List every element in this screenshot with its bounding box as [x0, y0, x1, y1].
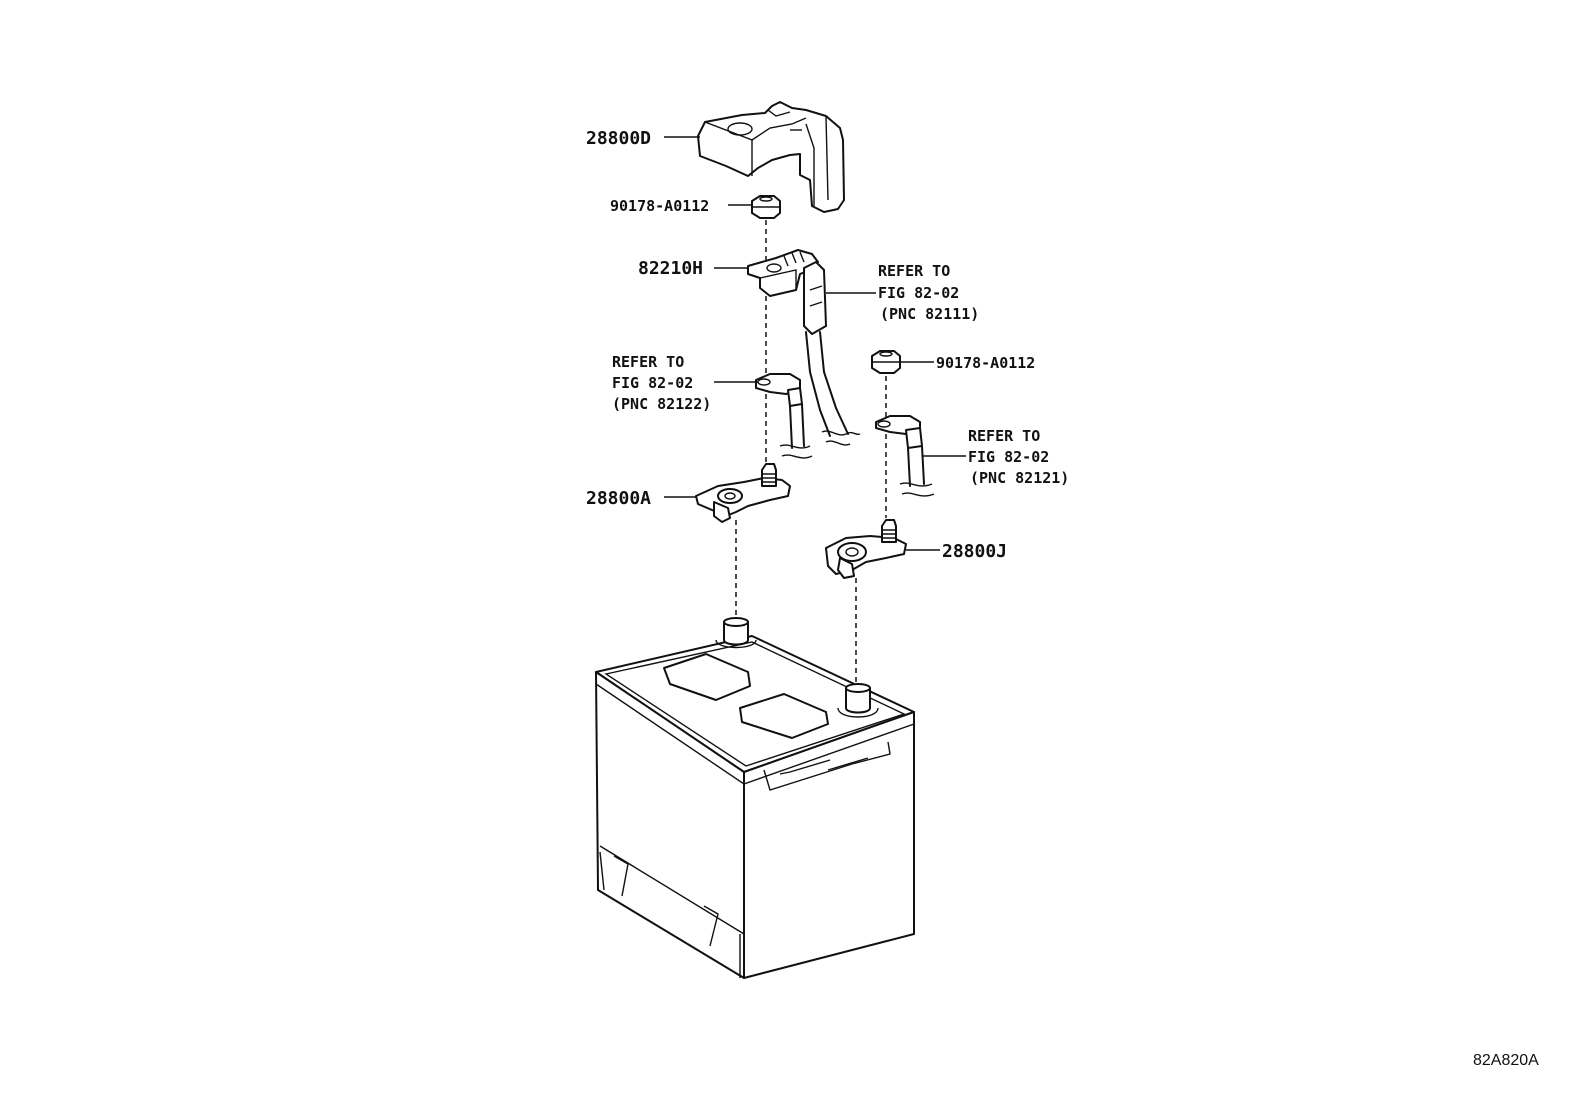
label-ref-c-line2: FIG 82-02: [968, 448, 1049, 466]
label-ref-a-line1: REFER TO: [878, 262, 950, 280]
label-82210H: 82210H: [638, 258, 703, 279]
figure-code: 82A820A: [1473, 1052, 1539, 1069]
label-ref-b-line1: REFER TO: [612, 353, 684, 371]
label-ref-b-line2: FIG 82-02: [612, 374, 693, 392]
label-28800D: 28800D: [586, 128, 651, 149]
terminal-cover-28800D[interactable]: [697, 101, 845, 213]
label-ref-c-line1: REFER TO: [968, 427, 1040, 445]
label-28800J: 28800J: [942, 541, 1007, 562]
label-ref-b-line3: (PNC 82122): [612, 395, 711, 413]
battery: [595, 617, 915, 979]
nut-right[interactable]: [871, 350, 901, 374]
cable-82122: [755, 373, 813, 459]
terminal-clamp-28800J[interactable]: [825, 519, 907, 579]
fusible-link-82210H[interactable]: [747, 249, 827, 335]
label-nut-right: 90178-A0112: [936, 354, 1035, 372]
label-nut-top: 90178-A0112: [610, 197, 709, 215]
label-ref-c-line3: (PNC 82121): [970, 469, 1069, 487]
label-ref-a-line3: (PNC 82111): [880, 305, 979, 323]
nut-top[interactable]: [751, 195, 781, 219]
label-28800A: 28800A: [586, 488, 651, 509]
label-ref-a-line2: FIG 82-02: [878, 284, 959, 302]
terminal-clamp-28800A[interactable]: [695, 463, 791, 523]
cable-82121: [875, 415, 935, 497]
alignment-lines: [735, 220, 887, 684]
cable-82111: [805, 331, 861, 446]
leader-lines: [664, 136, 966, 551]
